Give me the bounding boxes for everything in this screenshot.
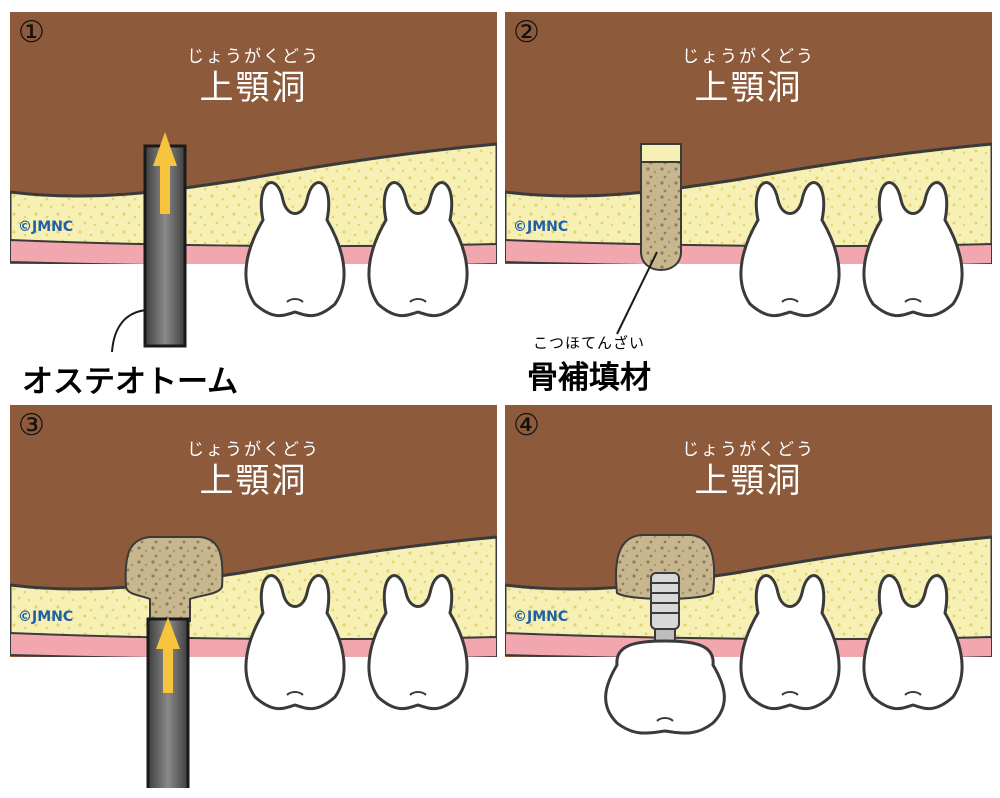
step-number: ③ [18,408,45,443]
panel-4-illustration [505,405,992,788]
sinus-title: 上顎洞 [199,68,308,108]
sinus-heading: じょうがくどう 上顎洞 [10,405,497,501]
step-number: ④ [513,408,540,443]
osteotome-icon [146,617,190,788]
bone-graft-mound [124,536,224,622]
pointer-line [111,309,147,353]
step-number: ② [513,15,540,50]
watermark: ©JMNC [18,609,74,625]
osteotome-label: オステオトーム [22,364,239,395]
osteotome-icon [143,132,187,348]
bone-graft-icon [640,143,682,272]
panel-step-1: ① じょうがくどう 上顎洞 ©JMNC オステオトーム [10,12,497,395]
graft-ruby: こつほてんざい [533,334,646,352]
sinus-heading: じょうがくどう 上顎洞 [505,12,992,108]
alveolar-bone [10,142,497,257]
sinus-ruby: じょうがくどう [682,440,815,460]
sinus-heading: じょうがくどう 上顎洞 [10,12,497,108]
watermark: ©JMNC [513,609,569,625]
sinus-title: 上顎洞 [199,461,308,501]
panel-3-illustration [10,405,497,788]
panel-2-illustration [505,12,992,395]
watermark: ©JMNC [18,219,74,235]
sinus-ruby: じょうがくどう [187,440,320,460]
watermark: ©JMNC [513,219,569,235]
graft-label: 骨補填材 [527,360,651,395]
sinus-title: 上顎洞 [694,461,803,501]
pointer-line [616,251,658,335]
sinus-ruby: じょうがくどう [682,47,815,67]
alveolar-bone [10,535,497,650]
panel-step-3: ③ じょうがくどう 上顎洞 ©JMNC [10,405,497,788]
sinus-ruby: じょうがくどう [187,47,320,67]
implant-crown [604,639,726,735]
step-number: ① [18,15,45,50]
panel-step-2: ② じょうがくどう 上顎洞 ©JMNC こつほてんざい 骨補填材 [505,12,992,395]
sinus-heading: じょうがくどう 上顎洞 [505,405,992,501]
sinus-title: 上顎洞 [694,68,803,108]
implant-icon [650,572,680,644]
alveolar-bone [505,142,992,257]
panel-step-4: ④ じょうがくどう 上顎洞 ©JMNC [505,405,992,788]
alveolar-bone [505,535,992,650]
panel-1-illustration [10,12,497,395]
